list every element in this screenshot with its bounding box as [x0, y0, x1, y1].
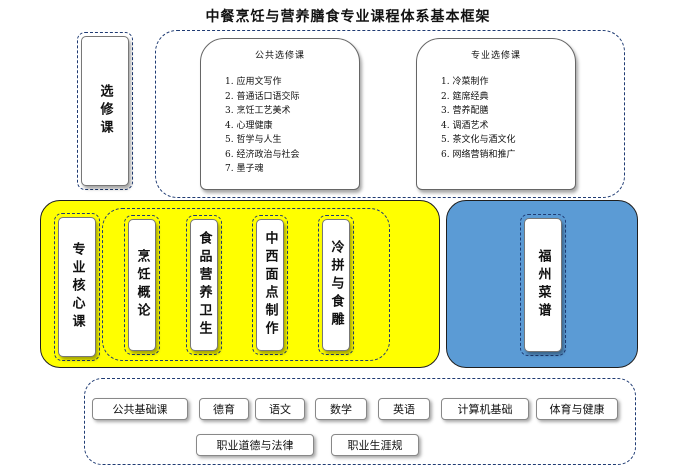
- list-item: 7. 墨子魂: [225, 164, 264, 174]
- elective-label: 选修课: [97, 84, 113, 138]
- list-item: 3. 烹饪工艺美术: [225, 106, 291, 116]
- foundation-course: 数学: [315, 398, 367, 420]
- foundation-course: 德育: [199, 398, 249, 420]
- list-item: 4. 心理健康: [225, 120, 273, 131]
- list-item: 5. 茶文化与酒文化: [441, 135, 516, 145]
- core-label-box: 专业核心课: [54, 213, 100, 361]
- foundation-region: [84, 378, 636, 465]
- foundation-course: 体育与健康: [536, 398, 618, 420]
- core-course-box: 烹饪概论: [124, 215, 160, 355]
- list-item: 3. 营养配膳: [441, 106, 489, 116]
- core-label: 专业核心课: [69, 242, 85, 332]
- diagram-title: 中餐烹饪与营养膳食专业课程体系基本框架: [205, 9, 491, 25]
- elective-label-box: 选修课: [77, 32, 133, 190]
- core-course-label: 食品营养卫生: [196, 231, 212, 339]
- elective-label-card: 选修课: [81, 36, 129, 186]
- public-elective-card: 公共选修课 1. 应用文写作 2. 普通话口语交际 3. 烹饪工艺美术 4. 心…: [200, 38, 360, 190]
- core-course-label: 中西面点制作: [262, 231, 278, 339]
- core-course-card: 食品营养卫生: [190, 219, 218, 351]
- list-item: 1. 冷菜制作: [441, 77, 489, 87]
- foundation-course: 语文: [255, 398, 305, 420]
- elective-region: [155, 30, 625, 198]
- foundation-course: 职业道德与法律: [196, 434, 314, 456]
- list-item: 1. 应用文写作: [225, 77, 282, 87]
- list-item: 2. 普通话口语交际: [225, 91, 300, 102]
- professional-elective-card: 专业选修课 1. 冷菜制作 2. 筵席经典 3. 营养配膳 4. 调酒艺术 5.…: [416, 38, 576, 190]
- core-course-box: 冷拼与食雕: [318, 215, 354, 355]
- foundation-course: 英语: [378, 398, 430, 420]
- core-course-group: [102, 208, 390, 361]
- core-course-card: 中西面点制作: [256, 219, 284, 351]
- core-label-card: 专业核心课: [58, 217, 96, 357]
- list-item: 6. 经济政治与社会: [225, 149, 300, 160]
- local-course-label: 福州菜谱: [535, 249, 551, 321]
- public-elective-list: 1. 应用文写作 2. 普通话口语交际 3. 烹饪工艺美术 4. 心理健康 5.…: [225, 75, 299, 177]
- local-course-box: 福州菜谱: [520, 214, 566, 356]
- core-course-label: 烹饪概论: [134, 249, 150, 321]
- list-item: 2. 筵席经典: [441, 91, 489, 102]
- core-course-box: 食品营养卫生: [186, 215, 222, 355]
- core-course-label: 冷拼与食雕: [328, 240, 344, 330]
- list-item: 4. 调酒艺术: [441, 120, 489, 131]
- list-item: 5. 哲学与人生: [225, 135, 282, 145]
- core-course-region: [40, 200, 440, 368]
- core-course-card: 烹饪概论: [128, 219, 156, 351]
- public-elective-title: 公共选修课: [254, 51, 305, 61]
- core-course-card: 冷拼与食雕: [322, 219, 350, 351]
- foundation-course: 职业生涯规: [331, 434, 419, 456]
- foundation-label: 公共基础课: [92, 398, 188, 420]
- list-item: 6. 网络营销和推广: [441, 149, 516, 160]
- core-course-box: 中西面点制作: [252, 215, 288, 355]
- professional-elective-title: 专业选修课: [470, 51, 521, 61]
- local-course-card: 福州菜谱: [524, 218, 562, 352]
- professional-elective-list: 1. 冷菜制作 2. 筵席经典 3. 营养配膳 4. 调酒艺术 5. 茶文化与酒…: [441, 75, 515, 162]
- foundation-course: 计算机基础: [441, 398, 529, 420]
